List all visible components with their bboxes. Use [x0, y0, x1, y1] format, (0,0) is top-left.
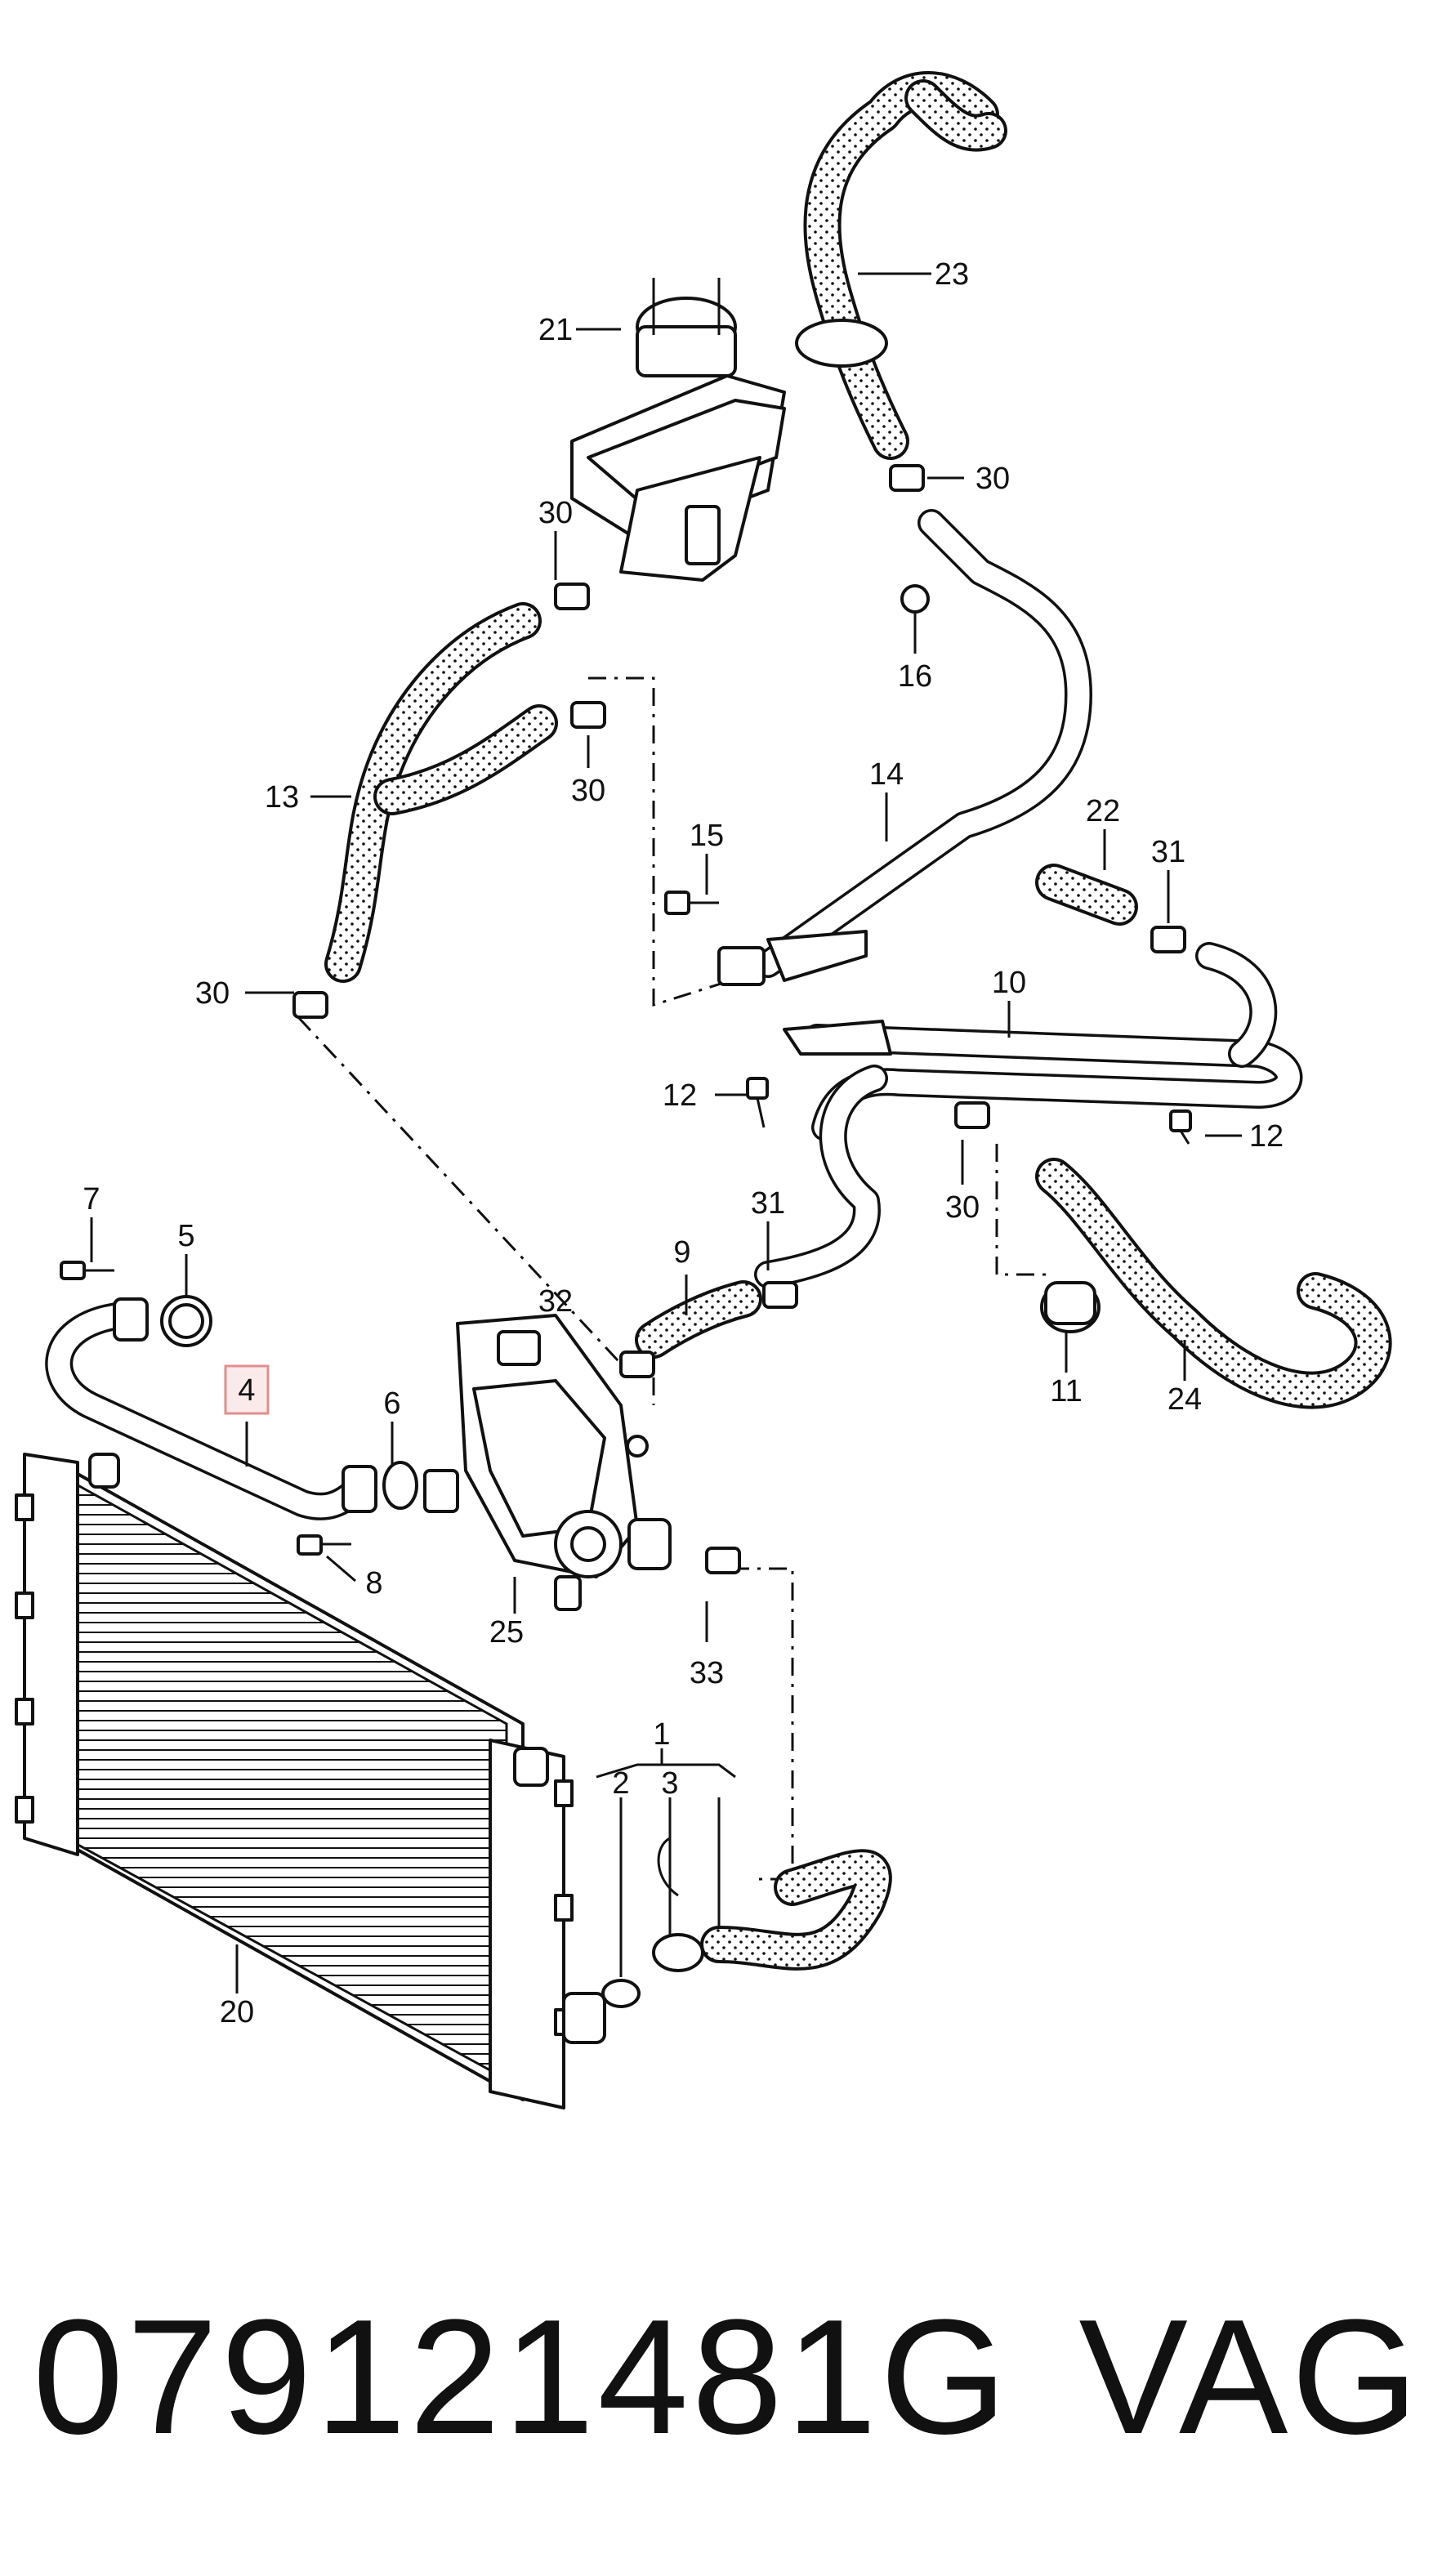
parts-diagram: 1 2 3 4 5 6 7 8 9 10 11 12 12 13 14 15 1…	[15, 71, 1392, 2109]
callout-1: 1	[653, 1717, 670, 1752]
callout-30-mid: 30	[571, 774, 605, 808]
thermostat-housing	[423, 1314, 672, 1611]
callout-33: 33	[690, 1656, 724, 1690]
callout-4-highlight	[224, 1364, 270, 1415]
brand-name: VAG	[1078, 2286, 1422, 2468]
callout-30-left: 30	[195, 976, 230, 1011]
callout-30-right: 30	[945, 1190, 980, 1225]
expansion-tank	[570, 278, 786, 582]
part-caption: 079121481G VAG	[33, 2271, 1422, 2484]
hose-13	[324, 602, 558, 983]
callout-32: 32	[538, 1284, 573, 1319]
callout-30-tank: 30	[538, 496, 573, 530]
callout-30-top: 30	[976, 462, 1010, 496]
callout-7: 7	[83, 1182, 100, 1217]
callout-12-right: 12	[1249, 1119, 1284, 1154]
callout-14: 14	[869, 757, 904, 792]
pipe-14	[717, 509, 1092, 986]
callout-4: 4	[238, 1373, 255, 1408]
callout-12-left: 12	[663, 1078, 697, 1113]
hose-22	[1035, 864, 1278, 1068]
callout-22: 22	[1086, 794, 1120, 828]
radiator	[15, 1453, 606, 2109]
hose-4	[45, 1297, 377, 1520]
part-number: 079121481G	[33, 2286, 1011, 2468]
callout-20: 20	[220, 1995, 254, 2029]
callout-9: 9	[673, 1235, 690, 1270]
callout-10: 10	[992, 966, 1026, 1000]
callout-2: 2	[612, 1766, 629, 1801]
callout-31-top: 31	[1151, 835, 1185, 869]
callout-13: 13	[265, 780, 299, 815]
leader-lines	[90, 272, 1242, 1993]
hose-23	[795, 71, 1007, 460]
callout-8: 8	[365, 1566, 382, 1601]
hose-1	[652, 1837, 892, 1972]
callout-24: 24	[1167, 1382, 1202, 1417]
callout-25: 25	[489, 1615, 524, 1650]
callout-15: 15	[690, 819, 724, 853]
hose-24	[1035, 1158, 1392, 1409]
callouts: 1 2 3 4 5 6 7 8 9 10 11 12 12 13 14 15 1…	[83, 257, 1284, 2029]
callout-5: 5	[177, 1219, 194, 1253]
callout-3: 3	[661, 1766, 678, 1801]
callout-16: 16	[898, 659, 932, 694]
hose-9	[635, 1065, 888, 1359]
small-parts	[60, 464, 1192, 2008]
callout-23: 23	[935, 257, 969, 292]
callout-6: 6	[383, 1386, 400, 1421]
callout-11: 11	[1050, 1374, 1082, 1409]
callout-31-mid: 31	[751, 1186, 785, 1221]
callout-21: 21	[538, 313, 573, 347]
